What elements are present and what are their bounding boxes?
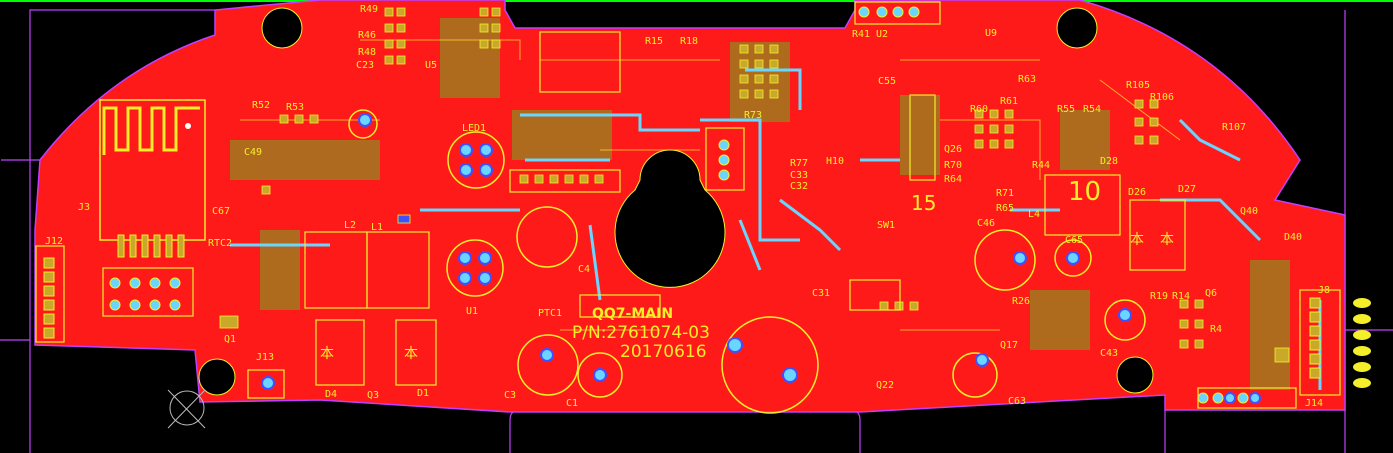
mount-hole-bottom-left	[198, 358, 236, 396]
board-name: QQ7-MAIN	[592, 306, 673, 322]
fine-traces	[240, 39, 1181, 331]
ref-l4: L4	[1028, 209, 1040, 220]
mount-hole-top-left	[261, 7, 303, 49]
ref-ptc1: PTC1	[538, 308, 562, 319]
ref-r52: R52	[252, 100, 270, 111]
ref-c63: C63	[1008, 396, 1026, 407]
fiducial-target	[167, 389, 206, 429]
ref-r49: R49	[360, 4, 378, 15]
ref-u9: U9	[985, 28, 997, 39]
ref-j14: J14	[1305, 398, 1323, 409]
ref-r77: R77	[790, 158, 808, 169]
ref-r106: R106	[1150, 92, 1174, 103]
ref-r54: R54	[1083, 104, 1101, 115]
large-markings: 10 本 本 本 本 15	[320, 177, 1174, 362]
ref-r105: R105	[1126, 80, 1150, 91]
ref-r41: R41	[852, 29, 870, 40]
ref-r53: R53	[286, 102, 304, 113]
ref-r26: R26	[1012, 296, 1030, 307]
mount-hole-top-right	[1056, 7, 1098, 49]
ref-r15: R15	[645, 36, 663, 47]
diode-glyph-2: 本	[1160, 232, 1174, 248]
ref-u1: U1	[466, 306, 478, 317]
ref-c55: C55	[878, 76, 896, 87]
ref-u2: U2	[876, 29, 888, 40]
ref-l2: L2	[344, 220, 356, 231]
ref-d4: D4	[325, 389, 337, 400]
ref-c3: C3	[504, 390, 516, 401]
ref-rtc2: RTC2	[208, 238, 232, 249]
ref-c65: C65	[1065, 235, 1083, 246]
ref-r19: R19	[1150, 291, 1168, 302]
ref-c33: C33	[790, 170, 808, 181]
ref-h10: H10	[826, 156, 844, 167]
ref-d27: D27	[1178, 184, 1196, 195]
wifi-antenna-module	[99, 99, 206, 258]
mounting-holes	[198, 7, 1154, 396]
ref-q22: Q22	[876, 380, 894, 391]
ref-j3: J3	[78, 202, 90, 213]
ref-c4: C4	[578, 264, 590, 275]
ref-d28: D28	[1100, 156, 1118, 167]
diode-glyph-1: 本	[1130, 232, 1144, 248]
ref-c31: C31	[812, 288, 830, 299]
electrolytic-capacitors	[348, 109, 1146, 414]
ref-r60: R60	[970, 104, 988, 115]
smd-pad-clusters	[219, 7, 1290, 363]
ref-q26: Q26	[944, 144, 962, 155]
ref-d40: D40	[1284, 232, 1302, 243]
keyhole-cutout	[614, 149, 726, 288]
ref-r4: R4	[1210, 324, 1222, 335]
ref-r14: R14	[1172, 291, 1190, 302]
ref-q1: Q1	[224, 334, 236, 345]
ref-c1: C1	[566, 398, 578, 409]
diode-glyph-3: 本	[320, 346, 334, 362]
ref-sw1: SW1	[877, 220, 895, 231]
ref-q40: Q40	[1240, 206, 1258, 217]
ref-led1: LED1	[462, 123, 486, 134]
ref-r46: R46	[358, 30, 376, 41]
ref-j13: J13	[256, 352, 274, 363]
board-title-block: QQ7-MAIN P/N:2761074-03 20170616	[572, 306, 710, 362]
mount-hole-bottom-right	[1116, 356, 1154, 394]
ref-q3: Q3	[367, 390, 379, 401]
reference-designators: R49 R48 R46 C23 R53 R52 U5 C49 LED1 J3 C…	[45, 4, 1330, 409]
ref-r65: R65	[996, 203, 1014, 214]
ref-r61: R61	[1000, 96, 1018, 107]
ref-r64: R64	[944, 174, 962, 185]
ref-r44: R44	[1032, 160, 1050, 171]
ref-c43: C43	[1100, 348, 1118, 359]
ref-u5: U5	[425, 60, 437, 71]
ref-c49: C49	[244, 147, 262, 158]
ref-j12: J12	[45, 236, 63, 247]
board-part-number: P/N:2761074-03	[572, 323, 710, 343]
ref-j8: J8	[1318, 285, 1330, 296]
ref-c67: C67	[212, 206, 230, 217]
through-hole-pads	[43, 6, 1371, 404]
ref-r70: R70	[944, 160, 962, 171]
ref-c46: C46	[977, 218, 995, 229]
ref-r48: R48	[358, 47, 376, 58]
olive-regions	[230, 18, 1290, 390]
ref-q17: Q17	[1000, 340, 1018, 351]
ref-c32: C32	[790, 181, 808, 192]
l4-value-marking: 10	[1068, 177, 1101, 207]
board-date: 20170616	[620, 342, 707, 362]
ref-r71: R71	[996, 188, 1014, 199]
ref-r63: R63	[1018, 74, 1036, 85]
component-outlines	[35, 1, 1341, 409]
ref-d26: D26	[1128, 187, 1146, 198]
ref-q6: Q6	[1205, 288, 1217, 299]
ref-r55: R55	[1057, 104, 1075, 115]
ref-r18: R18	[680, 36, 698, 47]
ref-d1: D1	[417, 388, 429, 399]
diode-glyph-4: 本	[404, 346, 418, 362]
ref-r73: R73	[744, 110, 762, 121]
ref-r107: R107	[1222, 122, 1246, 133]
ref-c23: C23	[356, 60, 374, 71]
number-15-marking: 15	[911, 191, 936, 215]
ref-l1: L1	[371, 222, 383, 233]
